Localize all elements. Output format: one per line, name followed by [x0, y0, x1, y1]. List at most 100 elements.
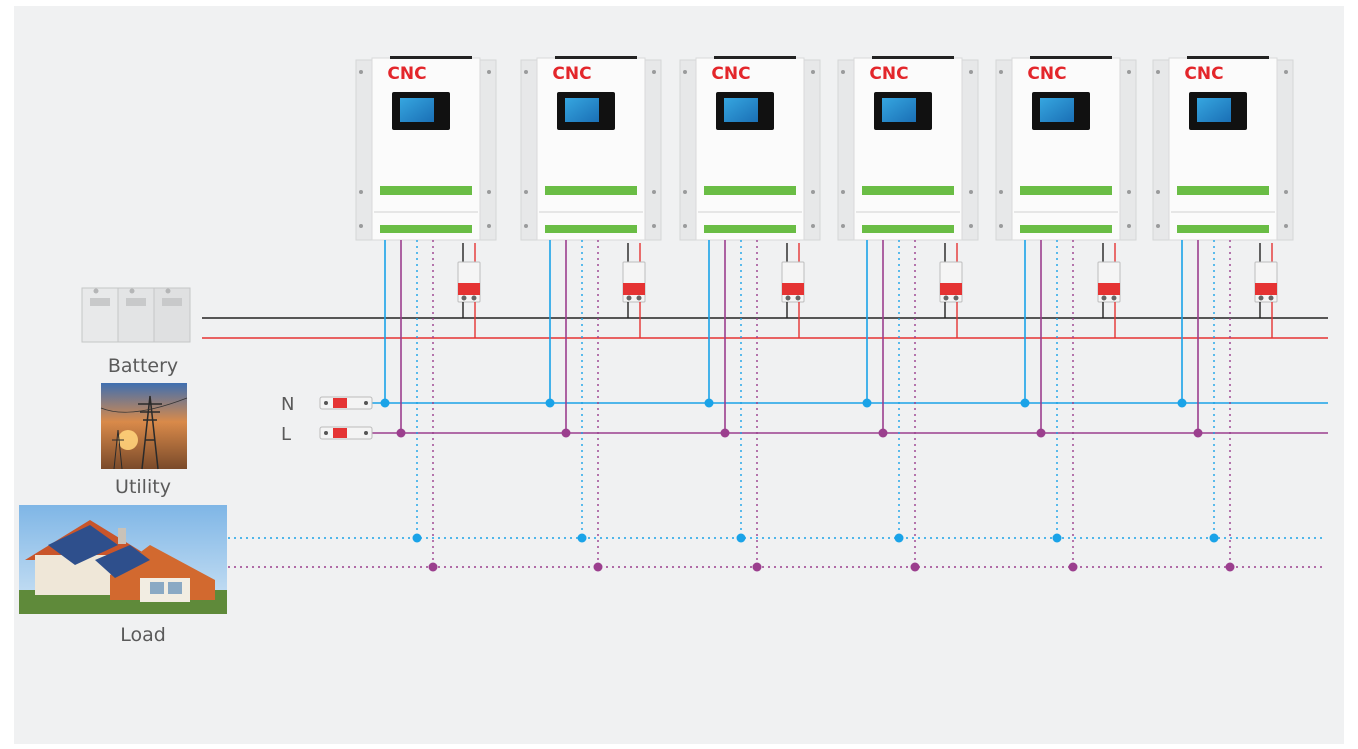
utility-label: Utility [115, 476, 171, 498]
bracket-right [1119, 59, 1137, 241]
green-label-strip [380, 186, 472, 195]
dc-breaker-handle [940, 283, 962, 295]
screw [999, 70, 1003, 74]
load-neutral-junction [1209, 533, 1219, 543]
neutral-junction [1177, 398, 1187, 408]
screw [487, 70, 491, 74]
dc-terminal [1258, 295, 1264, 301]
dc-breaker-handle [623, 283, 645, 295]
screw [969, 224, 973, 228]
inverter-unit: CNC [1152, 56, 1294, 572]
screw [841, 224, 845, 228]
inverter-unit: CNC [995, 56, 1137, 572]
screw [487, 224, 491, 228]
screw [969, 190, 973, 194]
dc-terminal [471, 295, 477, 301]
bottom-label-strip [545, 225, 637, 233]
brand-logo: CNC [869, 64, 908, 84]
screw [841, 190, 845, 194]
screw [841, 70, 845, 74]
screw [811, 70, 815, 74]
dc-terminal [461, 295, 467, 301]
live-label: L [281, 424, 291, 445]
screw [811, 190, 815, 194]
neutral-junction [862, 398, 872, 408]
brand-logo: CNC [387, 64, 426, 84]
bottom-label-strip [1020, 225, 1112, 233]
screw [1127, 70, 1131, 74]
load-image [19, 505, 227, 614]
bracket-right [644, 59, 662, 241]
load-live-junction [910, 562, 920, 572]
dc-terminal [943, 295, 949, 301]
dc-terminal [1111, 295, 1117, 301]
top-edge [1187, 56, 1269, 59]
neutral-junction [380, 398, 390, 408]
display-screen [1197, 98, 1231, 122]
screw [683, 190, 687, 194]
display-screen [565, 98, 599, 122]
screw [1284, 70, 1288, 74]
brand-logo: CNC [1027, 64, 1066, 84]
utility-image [100, 383, 188, 470]
screw [1284, 190, 1288, 194]
bracket-left [679, 59, 697, 241]
green-label-strip [1020, 186, 1112, 195]
screw [524, 70, 528, 74]
live-junction [720, 428, 730, 438]
bracket-left [995, 59, 1013, 241]
inverter-body [1168, 57, 1278, 241]
neutral-junction [545, 398, 555, 408]
top-edge [714, 56, 796, 59]
bottom-label-strip [862, 225, 954, 233]
screw [524, 190, 528, 194]
top-edge [1030, 56, 1112, 59]
battery-label: Battery [108, 355, 178, 377]
inverter-unit: CNC [520, 56, 662, 572]
screw [1156, 190, 1160, 194]
live-junction [1036, 428, 1046, 438]
battery-image [81, 287, 191, 343]
load-live-junction [1225, 562, 1235, 572]
dc-breaker-handle [458, 283, 480, 295]
inverter-body [695, 57, 805, 241]
dc-breaker [1097, 261, 1121, 303]
screw [1156, 70, 1160, 74]
screw [359, 190, 363, 194]
screw [999, 190, 1003, 194]
load-label: Load [120, 624, 166, 646]
live-junction [1193, 428, 1203, 438]
screw [811, 224, 815, 228]
bus-lines [202, 317, 1328, 568]
screw [683, 224, 687, 228]
load-live-junction [428, 562, 438, 572]
screw [1127, 224, 1131, 228]
display-screen [400, 98, 434, 122]
top-edge [555, 56, 637, 59]
dc-terminal [1268, 295, 1274, 301]
screw [652, 224, 656, 228]
dc-terminal [953, 295, 959, 301]
bracket-left [837, 59, 855, 241]
live-junction [878, 428, 888, 438]
utility-breaker-n [319, 396, 373, 410]
bracket-right [961, 59, 979, 241]
neutral-junction [704, 398, 714, 408]
display-screen [1040, 98, 1074, 122]
bracket-left [355, 59, 373, 241]
load-neutral-junction [577, 533, 587, 543]
green-label-strip [545, 186, 637, 195]
dc-terminal [795, 295, 801, 301]
screw [652, 70, 656, 74]
bracket-left [1152, 59, 1170, 241]
dc-terminal [626, 295, 632, 301]
display-screen [882, 98, 916, 122]
bracket-right [803, 59, 821, 241]
load-neutral-junction [412, 533, 422, 543]
dc-terminal [1101, 295, 1107, 301]
dc-breaker-handle [1255, 283, 1277, 295]
bracket-right [479, 59, 497, 241]
load-live-junction [1068, 562, 1078, 572]
dc-breaker [1254, 261, 1278, 303]
